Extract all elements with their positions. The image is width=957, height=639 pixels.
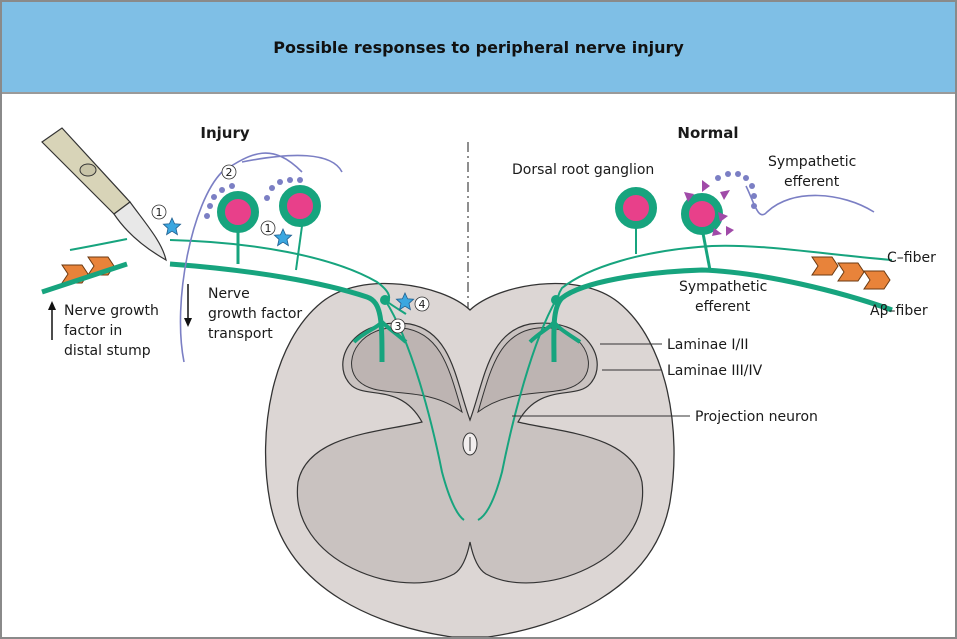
left-soma-stem-2	[296, 226, 302, 270]
myelin-segment	[838, 263, 864, 281]
scalpel-icon	[42, 128, 166, 260]
sympathetic-efferent-top-label-1: Sympathetic	[768, 154, 856, 170]
ab-fiber-label: Aβ–fiber	[870, 303, 928, 319]
sympathetic-efferent-right	[746, 186, 874, 215]
right-drg-soma-1	[619, 191, 653, 225]
c-fiber-label: C–fiber	[887, 250, 936, 266]
normal-label: Normal	[677, 124, 738, 142]
sympathetic-efferent-top-label-2: efferent	[784, 174, 840, 190]
sympathetic-efferent-mid-label-1: Sympathetic	[679, 279, 767, 295]
myelin-segment	[864, 271, 890, 289]
ngf-transport-label-3: transport	[208, 326, 273, 342]
right-drg-soma-2	[685, 197, 719, 231]
marker-1b: 1	[261, 221, 275, 235]
laminae-34-label: Laminae III/IV	[667, 363, 763, 379]
injury-star-icon	[274, 229, 291, 246]
injury-star-icon	[163, 218, 180, 235]
marker-3: 3	[391, 319, 405, 333]
ngf-transport-label-2: growth factor	[208, 306, 302, 322]
injury-label: Injury	[200, 124, 249, 142]
myelin-segment	[812, 257, 838, 275]
arrow-down-icon	[184, 284, 192, 327]
drg-label: Dorsal root ganglion	[512, 162, 654, 178]
left-drg-soma-1	[221, 195, 255, 229]
ngf-stump-label-1: Nerve growth	[64, 303, 159, 319]
marker-4: 4	[415, 297, 429, 311]
sympathetic-varicosities-right	[715, 171, 757, 209]
projection-neuron-label: Projection neuron	[695, 409, 818, 425]
ngf-stump-label-3: distal stump	[64, 343, 151, 359]
left-c-fiber-distal	[70, 239, 127, 250]
svg-text:4: 4	[419, 298, 426, 311]
svg-text:1: 1	[265, 222, 272, 235]
arrow-up-icon	[48, 301, 56, 340]
ngf-stump-label-2: factor in	[64, 323, 122, 339]
laminae-12-label: Laminae I/II	[667, 337, 749, 353]
svg-text:2: 2	[226, 166, 233, 179]
svg-text:1: 1	[156, 206, 163, 219]
marker-2: 2	[222, 165, 236, 179]
ngf-transport-label-1: Nerve	[208, 286, 250, 302]
left-drg-soma-2	[283, 189, 317, 223]
sympathetic-efferent-mid-label-2: efferent	[695, 299, 751, 315]
marker-1a: 1	[152, 205, 166, 219]
svg-text:3: 3	[395, 320, 402, 333]
